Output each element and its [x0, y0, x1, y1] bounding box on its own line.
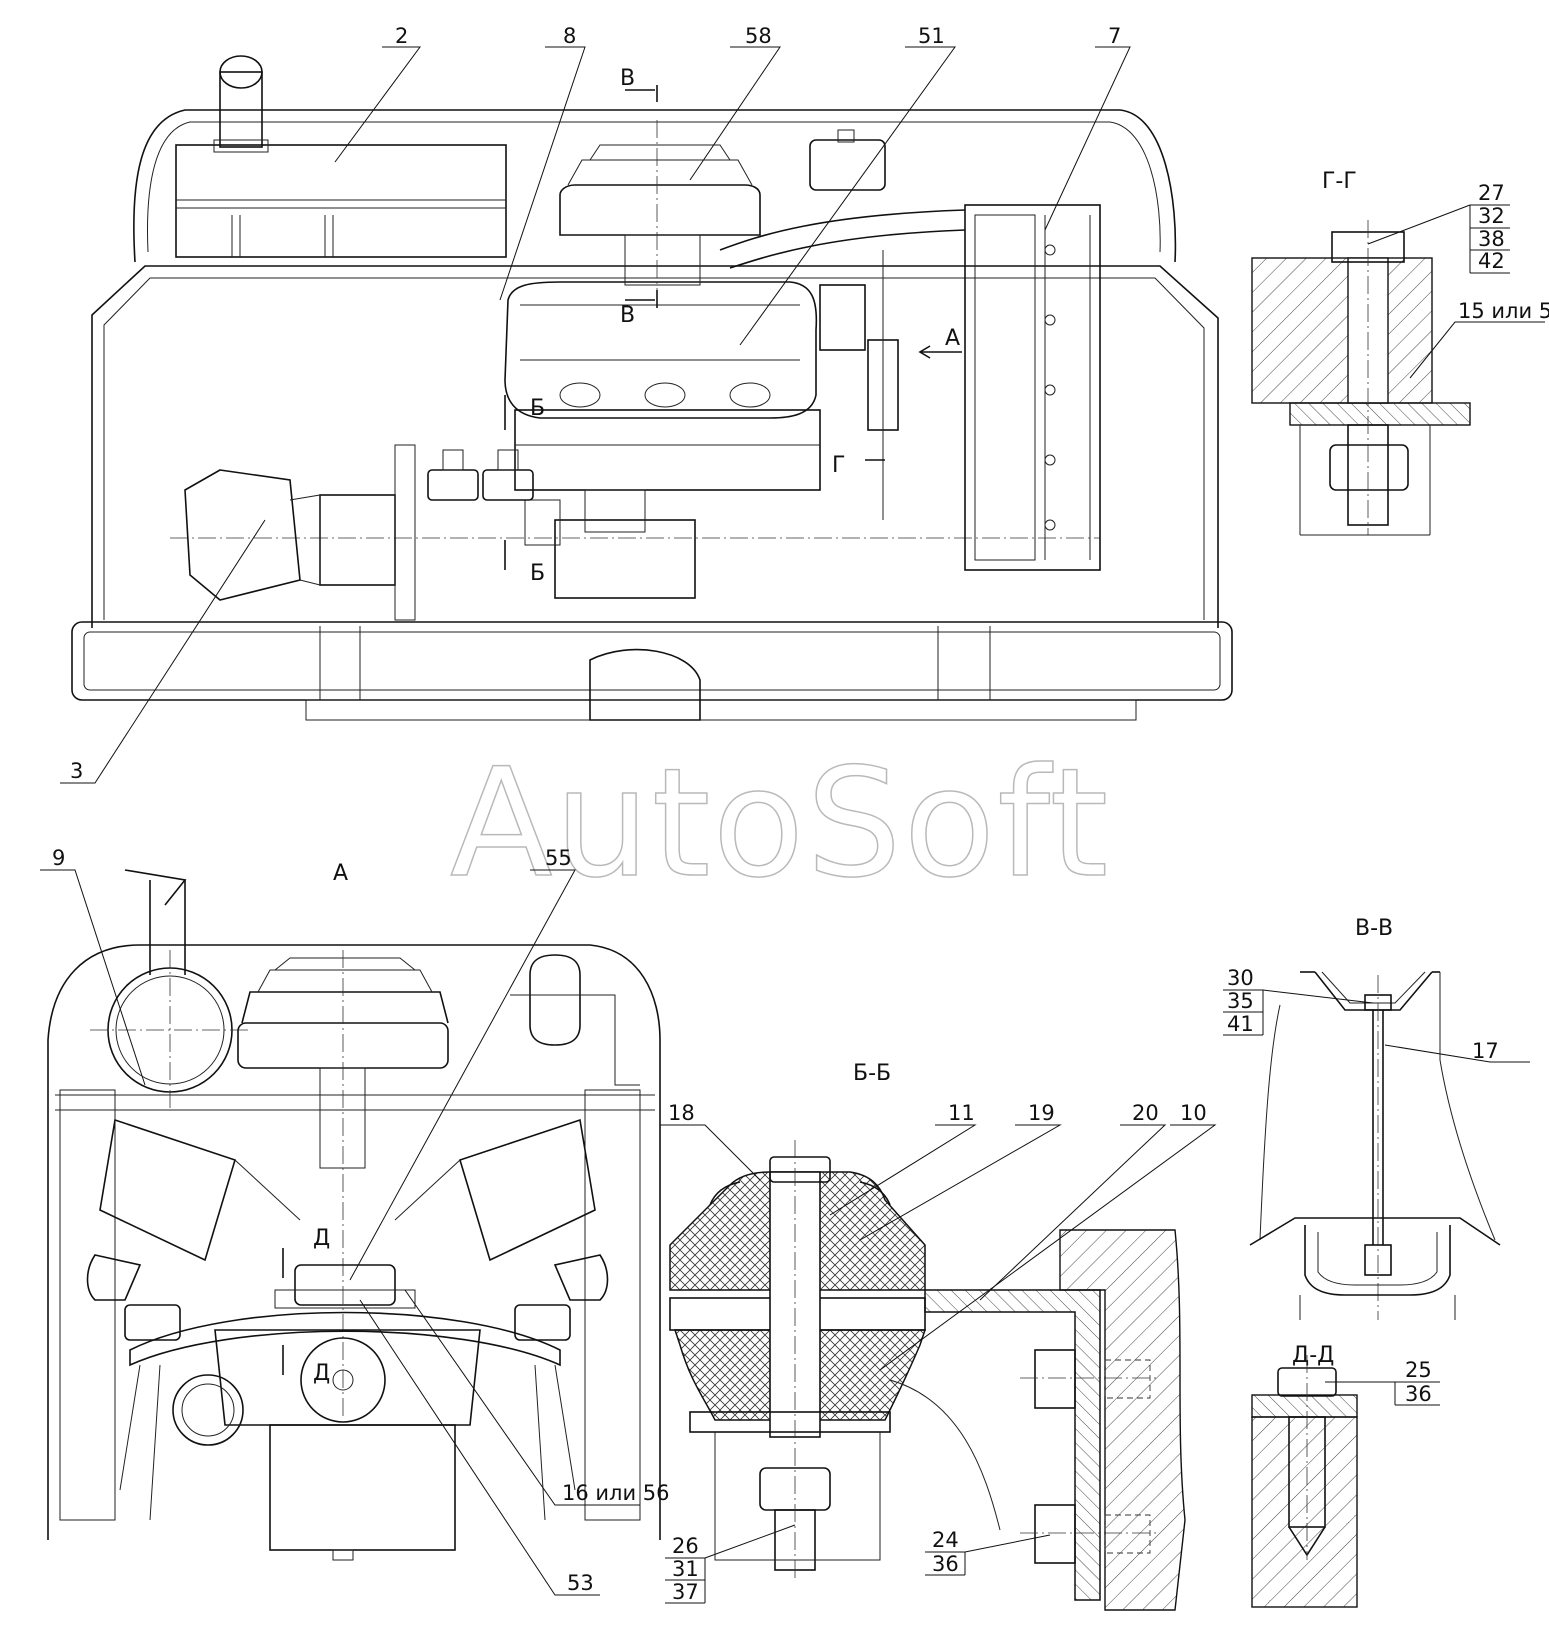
- callout-53: 53: [567, 1571, 594, 1595]
- callout-16-56: 16 или 56: [562, 1481, 670, 1505]
- callouts-section-bb: 18 11 19 20 10 26 31 37 24 36: [660, 1101, 1217, 1604]
- callout-2: 2: [395, 24, 408, 48]
- callout-32: 32: [1478, 204, 1505, 228]
- callout-25: 25: [1405, 1358, 1432, 1382]
- main-side-view: В В Б Б А Г: [71, 55, 1233, 721]
- callout-9: 9: [52, 846, 65, 870]
- section-vv-title: В-В: [1355, 916, 1393, 941]
- section-gg: Г-Г 27 32 38 42 15 или 57: [1251, 169, 1549, 536]
- section-gg-title: Г-Г: [1322, 169, 1357, 194]
- callout-42: 42: [1478, 249, 1505, 273]
- callout-11: 11: [948, 1101, 975, 1125]
- callout-55: 55: [545, 846, 572, 870]
- section-bb-title: Б-Б: [853, 1061, 891, 1086]
- marker-b-top: Б: [530, 396, 545, 421]
- callout-7: 7: [1108, 24, 1121, 48]
- callout-3: 3: [70, 759, 83, 783]
- callout-27: 27: [1478, 181, 1505, 205]
- callout-38: 38: [1478, 227, 1505, 251]
- view-a: А: [47, 861, 661, 1561]
- marker-d-top: Д: [313, 1226, 330, 1251]
- callout-36-b: 36: [1405, 1382, 1432, 1406]
- callout-36-a: 36: [932, 1552, 959, 1576]
- callout-35: 35: [1227, 989, 1254, 1013]
- marker-g: Г: [832, 453, 845, 478]
- callout-20: 20: [1132, 1101, 1159, 1125]
- callout-10: 10: [1180, 1101, 1207, 1125]
- section-bb: Б-Б: [669, 1061, 1186, 1611]
- callout-41: 41: [1227, 1012, 1254, 1036]
- callout-24: 24: [932, 1528, 959, 1552]
- callout-51: 51: [918, 24, 945, 48]
- callout-15-57: 15 или 57: [1458, 299, 1549, 323]
- callouts-view-a: 9 55 16 или 56 53: [40, 846, 670, 1596]
- callout-37: 37: [672, 1580, 699, 1604]
- section-vv: В-В 30 35 41 17: [1223, 916, 1530, 1320]
- callout-17: 17: [1472, 1039, 1499, 1063]
- marker-b-bottom: Б: [530, 561, 545, 586]
- callout-19: 19: [1028, 1101, 1055, 1125]
- marker-a: А: [945, 326, 960, 351]
- callout-58: 58: [745, 24, 772, 48]
- callout-30: 30: [1227, 966, 1254, 990]
- marker-v-bottom: В: [620, 303, 635, 328]
- callout-26: 26: [672, 1534, 699, 1558]
- marker-v-top: В: [620, 66, 635, 91]
- callout-31: 31: [672, 1557, 699, 1581]
- section-dd: Д-Д 25 36: [1251, 1343, 1440, 1608]
- view-a-title: А: [333, 861, 348, 886]
- callouts-main-view: 2 8 58 51 7 3: [60, 24, 1131, 784]
- callout-18: 18: [668, 1101, 695, 1125]
- watermark-text: AutoSoft: [450, 737, 1110, 911]
- marker-d-bottom: Д: [313, 1361, 330, 1386]
- callout-8: 8: [563, 24, 576, 48]
- section-dd-title: Д-Д: [1292, 1343, 1334, 1368]
